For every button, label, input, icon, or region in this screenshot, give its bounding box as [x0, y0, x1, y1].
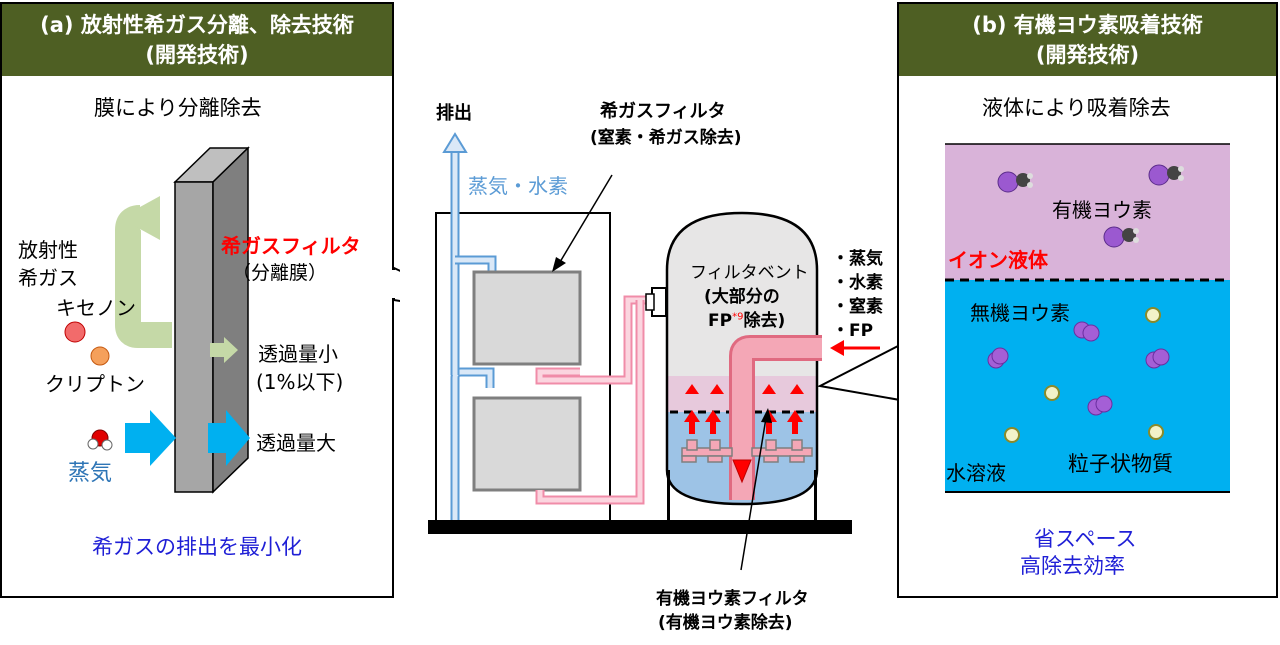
- organic-iodine-molecules: [997, 164, 1184, 248]
- inlet-arrow: [830, 340, 844, 356]
- label-exhaust: 排出: [436, 103, 472, 124]
- label-inlet-4: ・FP: [832, 321, 874, 341]
- label-particulate: 粒子状物質: [1068, 452, 1173, 476]
- inlet-pipe: [732, 338, 822, 500]
- label-filter-vent-2: (大部分の: [704, 287, 780, 307]
- steam-arrow-in: [125, 410, 176, 466]
- panel-a: (a) 放射性希ガス分離、除去技術 (開発技術): [0, 2, 394, 598]
- particulate-matter: [1004, 307, 1164, 443]
- panel-b-footer-1: 省スペース: [1034, 527, 1137, 551]
- label-fp: FP: [708, 311, 733, 331]
- panel-a-diagram: [64, 146, 400, 494]
- label-removal: 除去): [743, 311, 786, 331]
- panel-a-header-line1: (a) 放射性希ガス分離、除去技術: [40, 13, 354, 37]
- label-permeation-large: 透過量大: [256, 431, 336, 455]
- label-iodine-filter-1: 有機ヨウ素フィルタ: [656, 589, 809, 609]
- label-ionic-liquid: イオン液体: [948, 248, 1048, 272]
- xenon-ball: [64, 321, 86, 343]
- panel-b-header-line1: (b) 有機ヨウ素吸着技術: [972, 13, 1203, 37]
- panel-b-header-line2: (開発技術): [1035, 43, 1140, 67]
- label-permeation-small-1: 透過量小: [258, 342, 338, 366]
- noble-gas-filter-box-2: [472, 396, 582, 492]
- label-filter-sub: （分離膜）: [232, 262, 328, 284]
- inorganic-iodine-molecules: [987, 321, 1170, 416]
- label-filter-vent-3: FP*9除去): [708, 306, 785, 331]
- label-inlet-3: ・窒素: [832, 297, 883, 317]
- panel-b-footer-2: 高除去効率: [1020, 554, 1125, 578]
- filter-vent-vessel: [665, 211, 819, 506]
- panel-a-footer: 希ガスの排出を最小化: [92, 535, 302, 559]
- label-steam: 蒸気: [68, 461, 113, 486]
- krypton-ball: [90, 346, 110, 366]
- label-permeation-small-2: (1%以下): [256, 370, 344, 394]
- label-krypton: クリプトン: [45, 372, 145, 396]
- label-radioactive-1: 放射性: [18, 238, 78, 262]
- panel-a-header: (a) 放射性希ガス分離、除去技術 (開発技術): [2, 4, 392, 76]
- label-noble-gas-filter-2: (窒素・希ガス除去): [590, 128, 742, 148]
- label-aqueous: 水溶液: [946, 461, 1006, 485]
- panel-a-subtitle: 膜により分離除去: [94, 96, 262, 120]
- label-filter-name: 希ガスフィルタ: [221, 234, 361, 258]
- label-organic-iodine: 有機ヨウ素: [1052, 198, 1152, 222]
- label-iodine-filter-2: (有機ヨウ素除去): [658, 613, 793, 633]
- label-radioactive-2: 希ガス: [18, 266, 78, 290]
- membrane-front: [174, 181, 214, 493]
- label-inlet-2: ・水素: [832, 273, 883, 293]
- label-filter-vent-1: フィルタベント: [690, 263, 809, 283]
- label-inorganic-iodine: 無機ヨウ素: [970, 301, 1070, 325]
- label-inlet-1: ・蒸気: [832, 249, 883, 269]
- steam-arrow-out: [208, 410, 250, 466]
- aqueous-layer: [945, 280, 1230, 492]
- water-hydrogen-left: [87, 438, 99, 450]
- label-xenon: キセノン: [56, 296, 136, 320]
- label-noble-gas-filter-1: 希ガスフィルタ: [600, 101, 726, 122]
- exhaust-arrowhead: [442, 132, 468, 153]
- small-permeation-arrow: [210, 337, 238, 363]
- filter-frame: [435, 212, 611, 522]
- panel-b-header: (b) 有機ヨウ素吸着技術 (開発技術): [899, 4, 1276, 76]
- panel-a-header-line2: (開発技術): [145, 43, 249, 67]
- membrane-side: [212, 146, 249, 494]
- panel-b-subtitle: 液体により吸着除去: [982, 96, 1171, 120]
- noble-gas-filter-box-1: [472, 270, 582, 366]
- footnote-mark: *9: [732, 311, 744, 323]
- water-hydrogen-right: [101, 439, 113, 451]
- label-steam-hydrogen: 蒸気・水素: [468, 174, 568, 198]
- base-plate: [428, 520, 852, 534]
- nozzles: [681, 439, 813, 463]
- rejected-gas-arrowhead: [120, 196, 160, 240]
- bubble-arrows: [684, 384, 804, 434]
